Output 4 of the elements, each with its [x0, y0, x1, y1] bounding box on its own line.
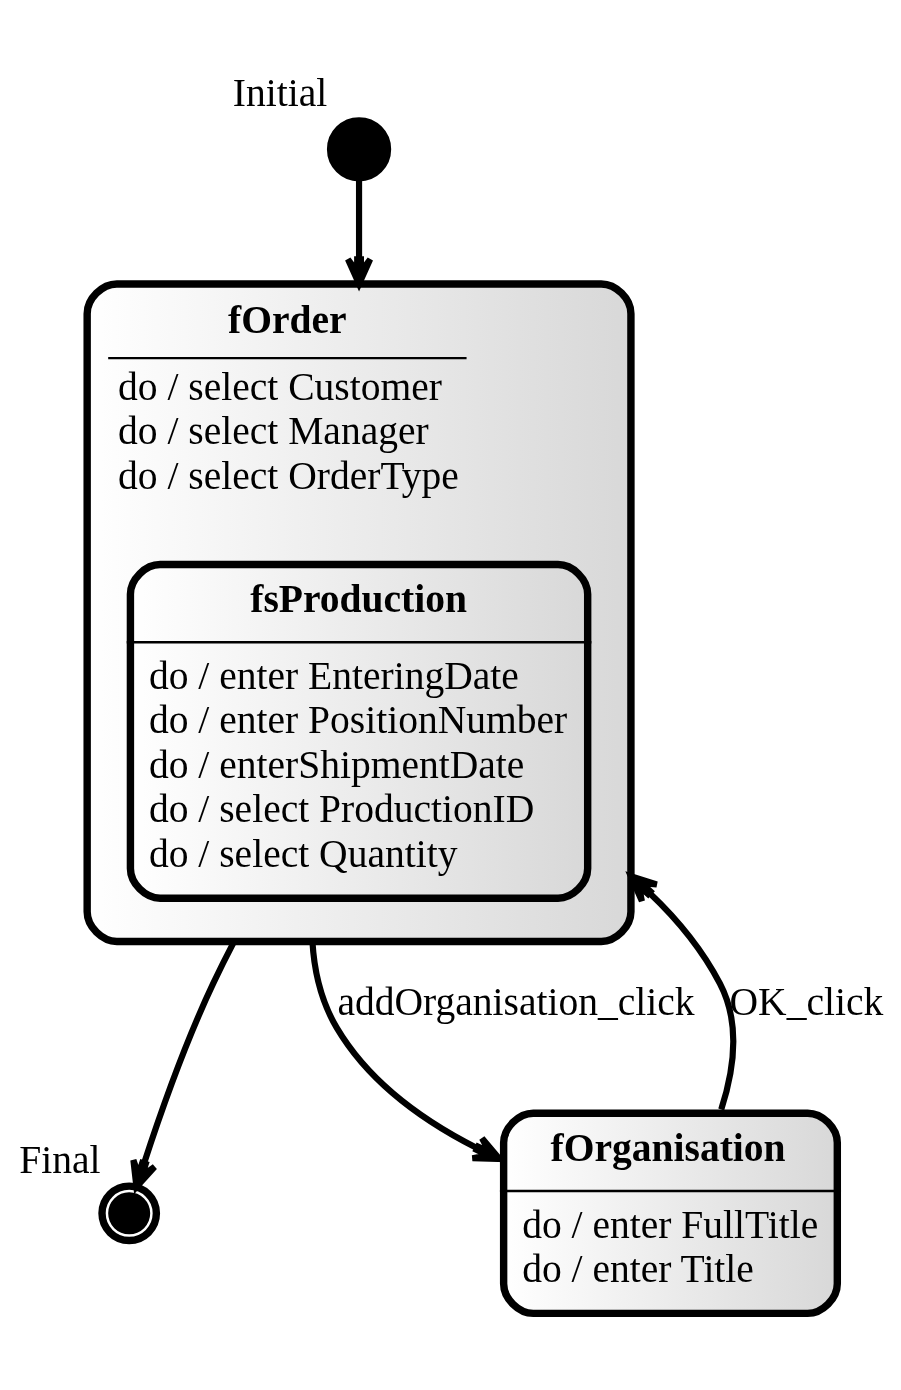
node-label: Final [19, 1137, 101, 1182]
node-label: Initial [232, 70, 328, 115]
edge-label: addOrganisation_click [337, 979, 695, 1024]
edge-label: OK_click [729, 979, 884, 1024]
